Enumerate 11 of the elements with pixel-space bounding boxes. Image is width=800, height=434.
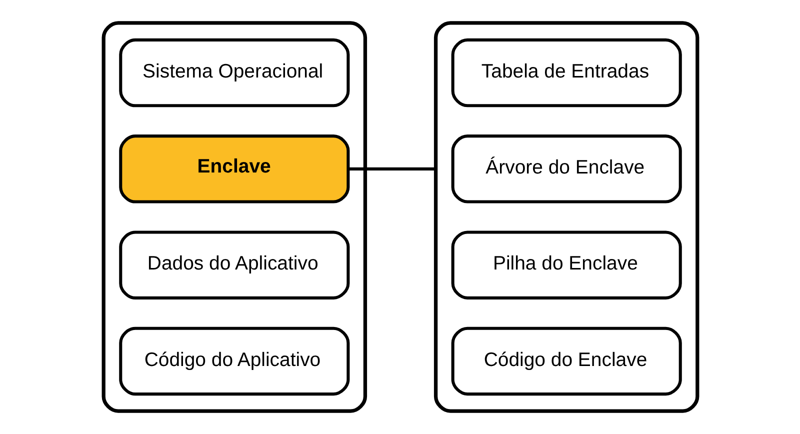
node-box: Sistema Operacional bbox=[118, 38, 350, 108]
node-box: Dados do Aplicativo bbox=[118, 230, 350, 300]
node-box: Enclave bbox=[118, 134, 350, 204]
node-box: Árvore do Enclave bbox=[450, 134, 682, 204]
node-box: Tabela de Entradas bbox=[450, 38, 682, 108]
node-box: Código do Aplicativo bbox=[118, 326, 350, 396]
cluster bbox=[433, 21, 699, 413]
connector bbox=[348, 167, 436, 170]
node-box: Código do Enclave bbox=[450, 326, 682, 396]
cluster bbox=[101, 21, 367, 413]
node-box: Pilha do Enclave bbox=[450, 230, 682, 300]
